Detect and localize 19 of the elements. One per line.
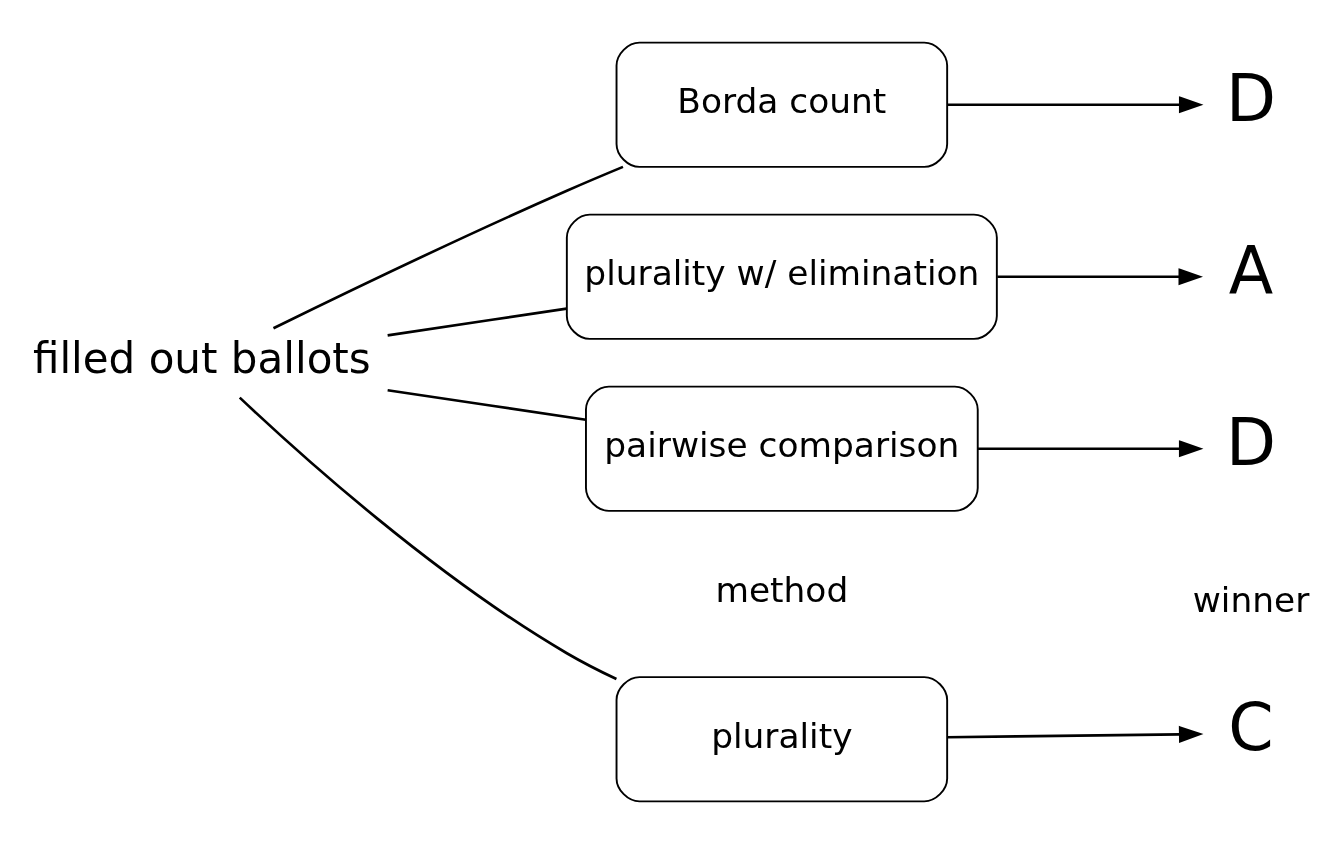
node-box: plurality w/ elimination: [565, 213, 998, 340]
arrow: [947, 96, 1204, 114]
node-text: filled out ballots: [32, 334, 371, 384]
arrow: [977, 440, 1204, 458]
node-text: A: [1228, 233, 1274, 309]
arrow: [947, 725, 1204, 743]
connector: [272, 165, 624, 330]
connector: [387, 307, 567, 337]
node-text: C: [1228, 690, 1274, 766]
arrow: [997, 268, 1203, 286]
node-box: Borda count: [615, 41, 949, 168]
node-text: D: [1226, 61, 1277, 137]
connector: [387, 388, 587, 422]
node-box: plurality: [615, 676, 949, 803]
connector: [238, 396, 617, 681]
label: winner: [1192, 579, 1310, 620]
node-box: pairwise comparison: [585, 385, 979, 512]
label: method: [715, 570, 849, 611]
node-text: D: [1226, 405, 1277, 481]
